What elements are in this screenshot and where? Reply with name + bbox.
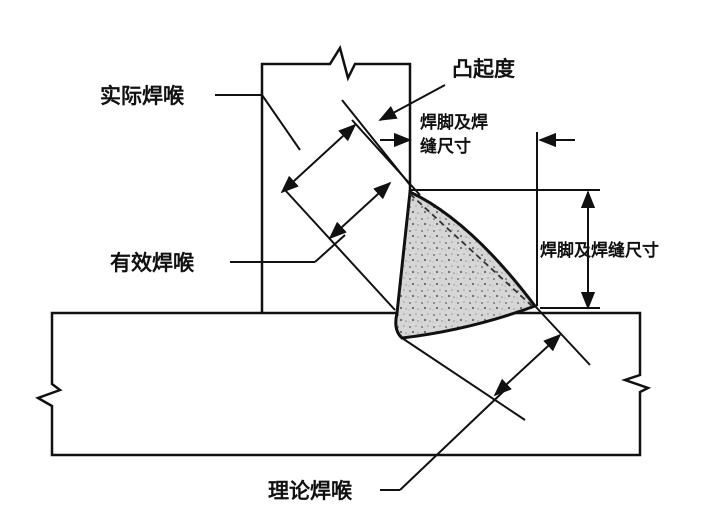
root-extension-lower: [401, 337, 526, 421]
weld-bead: [394, 189, 538, 340]
label-leg-size-top-1: 焊脚及焊: [420, 112, 488, 133]
effective-throat-extension: [351, 119, 421, 196]
effective-throat-leader-diag: [314, 234, 346, 263]
label-actual-throat: 实际焊喉: [100, 84, 185, 108]
actual-throat-dimension: [280, 123, 357, 194]
convexity-leader: [378, 84, 446, 121]
label-leg-size-right: 焊脚及焊缝尺寸: [540, 240, 659, 261]
label-leg-size-top-2: 缝尺寸: [420, 136, 471, 157]
theoretical-throat-extension: [534, 305, 591, 366]
weld-face-line: [409, 193, 533, 307]
label-theoretical-throat: 理论焊喉: [268, 479, 353, 503]
root-extension-upper: [284, 189, 396, 311]
effective-throat-dimension: [328, 181, 392, 240]
label-effective-throat: 有效焊喉: [110, 251, 195, 275]
theoretical-throat-leader-diag: [399, 389, 506, 491]
actual-throat-leader-diag: [261, 94, 301, 151]
theoretical-throat-dimension: [493, 333, 562, 397]
label-convexity: 凸起度: [452, 57, 515, 81]
base-plate: [35, 311, 652, 457]
vertical-plate: [260, 44, 412, 313]
